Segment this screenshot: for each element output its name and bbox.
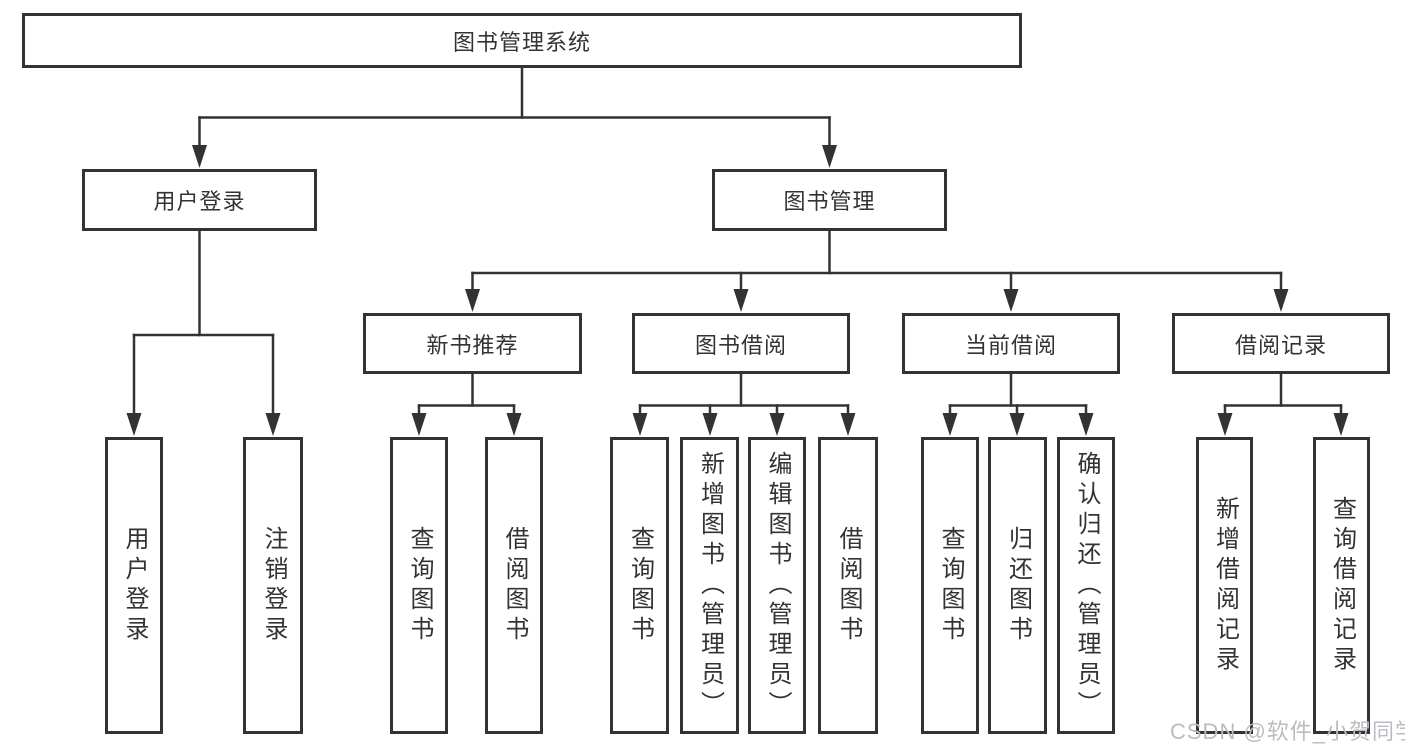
node-label: 新书推荐 xyxy=(426,332,519,358)
node-label: 当前借阅 xyxy=(964,332,1057,358)
node-borrowing-records: 借阅记录 xyxy=(1172,313,1390,374)
leaf-logout: 注销登录 xyxy=(243,437,303,734)
leaf-confirm-return-admin: 确认归还（管理员） xyxy=(1057,437,1115,734)
node-label: 图书管理系统 xyxy=(452,29,591,55)
node-user-login: 用户登录 xyxy=(82,169,317,231)
leaf-edit-books-admin: 编辑图书（管理员） xyxy=(748,437,806,734)
leaf-label: 借阅图书 xyxy=(835,525,862,646)
leaf-label: 查询图书 xyxy=(937,525,964,646)
leaf-label: 编辑图书（管理员） xyxy=(764,450,791,721)
leaf-borrow-books-recommend: 借阅图书 xyxy=(485,437,543,734)
leaf-label: 借阅图书 xyxy=(501,525,528,646)
leaf-add-books-admin: 新增图书（管理员） xyxy=(680,437,739,734)
leaf-label: 归还图书 xyxy=(1004,525,1032,646)
arrowheads xyxy=(126,145,1349,436)
leaf-query-borrowing-record: 查询借阅记录 xyxy=(1313,437,1370,734)
leaf-label: 新增借阅记录 xyxy=(1211,495,1239,676)
leaf-label: 查询图书 xyxy=(626,525,654,646)
node-label: 图书管理 xyxy=(783,189,876,214)
leaf-query-books-borrowing: 查询图书 xyxy=(610,437,669,734)
leaf-add-borrowing-record: 新增借阅记录 xyxy=(1196,437,1253,734)
leaf-return-books: 归还图书 xyxy=(988,437,1047,734)
leaf-borrow-books: 借阅图书 xyxy=(818,437,878,734)
watermark: CSDN @软件_小贺同学 xyxy=(1170,719,1405,744)
node-label: 借阅记录 xyxy=(1234,332,1327,358)
node-book-management: 图书管理 xyxy=(712,169,947,231)
leaf-label: 用户登录 xyxy=(121,525,148,646)
node-new-book-recommendation: 新书推荐 xyxy=(363,313,582,374)
leaf-query-books-current: 查询图书 xyxy=(921,437,979,734)
leaf-label: 查询借阅记录 xyxy=(1328,495,1356,676)
leaf-label: 注销登录 xyxy=(260,525,287,646)
node-library-management-system: 图书管理系统 xyxy=(22,13,1022,68)
leaf-label: 确认归还（管理员） xyxy=(1073,450,1100,721)
leaf-query-books-recommend: 查询图书 xyxy=(390,437,448,734)
node-label: 图书借阅 xyxy=(694,332,787,358)
node-label: 用户登录 xyxy=(153,189,246,214)
leaf-label: 查询图书 xyxy=(406,525,433,646)
node-current-borrowing: 当前借阅 xyxy=(902,313,1120,374)
node-book-borrowing: 图书借阅 xyxy=(632,313,850,374)
leaf-label: 新增图书（管理员） xyxy=(696,450,724,721)
leaf-user-login: 用户登录 xyxy=(105,437,163,734)
